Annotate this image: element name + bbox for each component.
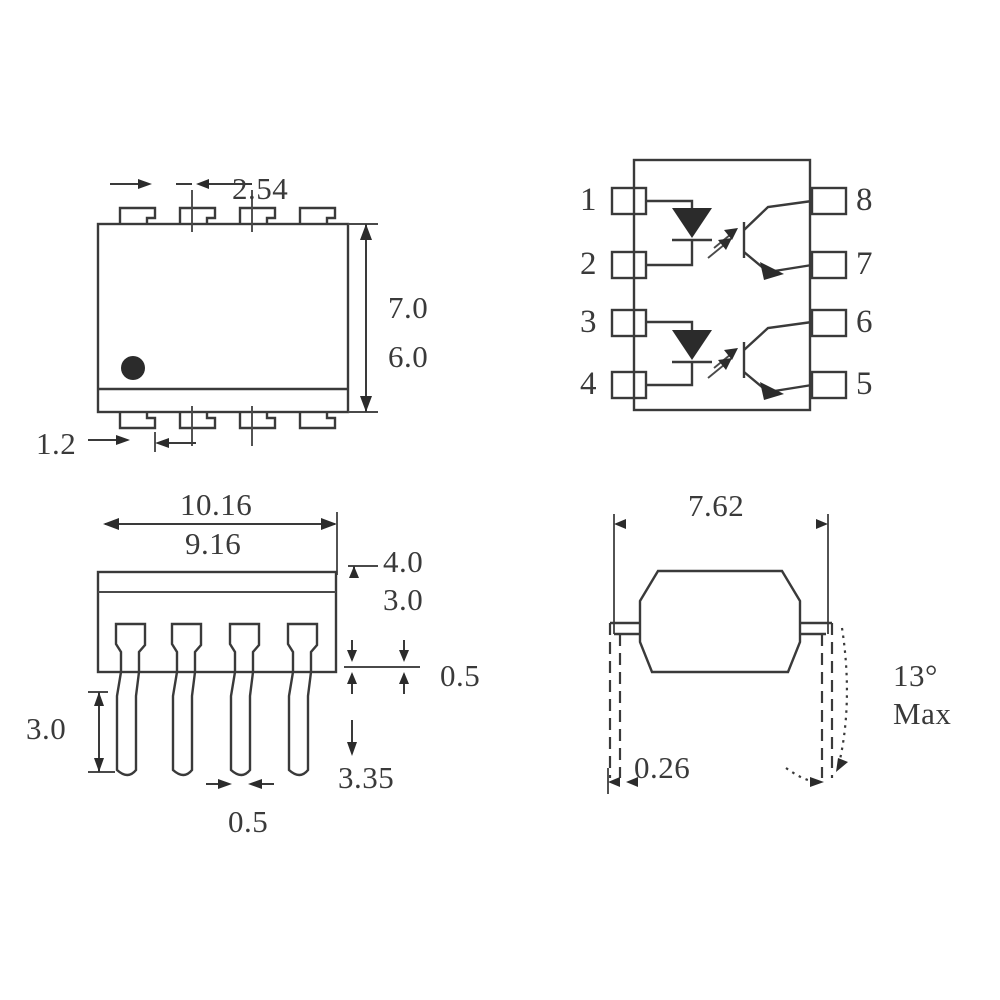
dim-lead-span [613, 514, 829, 634]
dim-lead-width [88, 179, 196, 452]
dim-body-length-max-label: 10.16 [180, 487, 253, 522]
dim-body-height [348, 223, 378, 413]
dim-lead-width-side-label: 0.5 [228, 804, 269, 839]
top-view-leads-top [118, 206, 337, 224]
schematic-pin-label-4: 4 [580, 366, 597, 402]
dim-body-length-label: 9.16 [185, 526, 242, 561]
dim-lead-angle-leader [785, 627, 849, 787]
schematic-pin-label-6: 6 [856, 304, 873, 340]
dim-seating-height [348, 565, 378, 578]
dim-body-length [103, 512, 338, 575]
schematic-phototransistor-channel-1 [742, 199, 813, 280]
schematic-pin-label-2: 2 [580, 246, 597, 282]
end-view-body [638, 569, 802, 674]
dim-body-height-label: 7.0 [388, 290, 429, 325]
dim-standoff-label: 3.35 [338, 760, 395, 795]
dim-lead-angle-label: 13° [893, 658, 938, 693]
dim-lead-length-label: 3.0 [26, 711, 67, 746]
dim-lead-angle-qualifier-label: Max [893, 696, 952, 731]
dim-lead-thickness-end [607, 768, 638, 794]
schematic-pin-label-1: 1 [580, 182, 597, 218]
pin1-dot [121, 356, 145, 380]
dim-pin-pitch [176, 179, 253, 446]
dim-body-height-min-label: 6.0 [388, 339, 429, 374]
top-view-leads-bottom [118, 412, 337, 430]
dim-lead-thickness-label: 0.5 [440, 658, 481, 693]
side-view-leads [114, 622, 319, 777]
dim-lead-width-label: 1.2 [36, 426, 77, 461]
dim-seating-height-label: 3.0 [383, 582, 424, 617]
end-view-lead-right [800, 621, 834, 778]
dim-pin-pitch-label: 2.54 [232, 171, 289, 206]
schematic-pin-label-7: 7 [856, 246, 873, 282]
dim-lead-length [88, 691, 115, 773]
end-view-lead-left [608, 621, 640, 778]
dim-lead-thickness [344, 640, 420, 694]
dim-lead-span-label: 7.62 [688, 488, 745, 523]
top-view-body [96, 222, 350, 414]
dim-standoff [347, 720, 357, 756]
dim-lead-thickness-end-label: 0.26 [634, 750, 691, 785]
schematic-pin-label-5: 5 [856, 366, 873, 402]
schematic-led-channel-1 [646, 199, 738, 267]
schematic-pin-label-3: 3 [580, 304, 597, 340]
schematic-pin-label-8: 8 [856, 182, 873, 218]
schematic-phototransistor-channel-2 [742, 320, 813, 400]
dim-lead-width-side [206, 779, 274, 789]
dim-seating-height-max-label: 4.0 [383, 544, 424, 579]
schematic-package-outline [632, 158, 812, 412]
side-view-body [96, 570, 338, 674]
schematic-led-channel-2 [646, 320, 738, 387]
